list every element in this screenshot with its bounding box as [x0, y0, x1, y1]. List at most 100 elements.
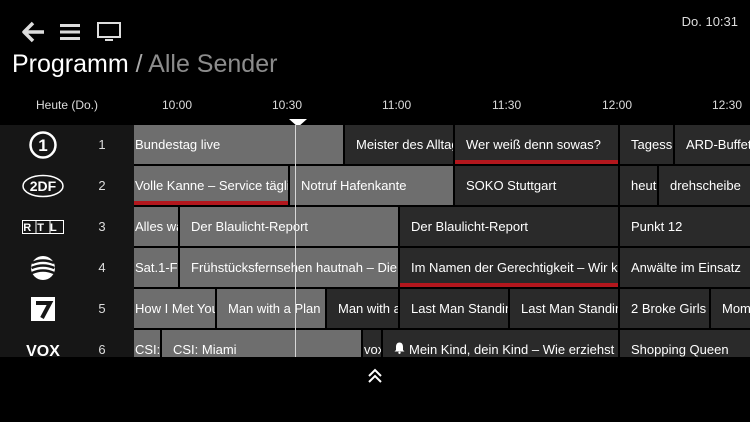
- program-cell[interactable]: Man with a Plan: [217, 289, 325, 328]
- program-cell[interactable]: heut: [620, 166, 657, 205]
- program-cell[interactable]: Frühstücksfernsehen hautnah – Die V: [180, 248, 398, 287]
- title-main: Programm: [12, 50, 129, 78]
- rtl-logo-text: RTL: [23, 222, 62, 234]
- program-cell[interactable]: Der Blaulicht-Report: [180, 207, 398, 246]
- channel-number: 1: [98, 137, 106, 152]
- vox-logo-text: VOX: [26, 343, 60, 357]
- program-cell[interactable]: vox: [363, 330, 381, 357]
- program-cell[interactable]: Last Man Standin: [510, 289, 618, 328]
- program-cell[interactable]: Im Namen der Gerechtigkeit – Wir kä: [400, 248, 618, 287]
- program-title: drehscheibe: [670, 178, 741, 193]
- rtl-logo-icon: RTL: [20, 213, 66, 241]
- program-title: CSI: Miami: [173, 342, 237, 357]
- program-cell[interactable]: CSI: Miami: [162, 330, 361, 357]
- program-title: Tagess: [631, 137, 673, 152]
- program-title: CSI:: [135, 342, 160, 357]
- title-separator: /: [135, 50, 143, 78]
- current-time-line: [295, 125, 296, 357]
- program-title: Punkt 12: [631, 219, 683, 234]
- channel-number: 6: [98, 342, 106, 357]
- channel-row[interactable]: 5: [0, 289, 134, 330]
- program-title: Der Blaulicht-Report: [411, 219, 529, 234]
- channel-row[interactable]: 4: [0, 248, 134, 289]
- channel-number: 2: [98, 178, 106, 193]
- program-cell[interactable]: Punkt 12: [620, 207, 750, 246]
- tv-icon[interactable]: [96, 20, 122, 44]
- channel-row[interactable]: 1 1: [0, 125, 134, 166]
- timeline-header: Heute (Do.) 10:00 10:30 11:00 11:30 12:0…: [0, 95, 750, 121]
- program-cell[interactable]: Meister des Alltag: [345, 125, 453, 164]
- channel-row[interactable]: 2DF 2: [0, 166, 134, 207]
- program-cell[interactable]: CSI:: [134, 330, 160, 357]
- program-title: heut: [631, 178, 657, 193]
- program-cell[interactable]: How I Met You: [134, 289, 215, 328]
- program-title: Shopping Queen: [631, 342, 729, 357]
- program-title: Volle Kanne – Service täglic: [135, 178, 288, 193]
- program-title: SOKO Stuttgart: [466, 178, 557, 193]
- program-cell[interactable]: Bundestag live: [134, 125, 343, 164]
- clock: Do. 10:31: [681, 14, 738, 29]
- vox-logo-icon: VOX: [20, 336, 66, 357]
- page-title: Programm / Alle Sender: [12, 50, 277, 79]
- program-title: Frühstücksfernsehen hautnah – Die V: [191, 260, 398, 275]
- bell-reminder-icon: [394, 330, 405, 357]
- channel-number: 3: [98, 219, 106, 234]
- epg-grid[interactable]: 1 1 2DF 2 RTL 3 4 5: [0, 125, 750, 357]
- program-title: Der Blaulicht-Report: [191, 219, 309, 234]
- time-label: 10:00: [162, 98, 193, 112]
- time-label: 11:30: [492, 98, 522, 112]
- program-cell[interactable]: Man with a: [327, 289, 398, 328]
- program-cell[interactable]: Volle Kanne – Service täglic: [134, 166, 288, 205]
- program-cell[interactable]: Der Blaulicht-Report: [400, 207, 618, 246]
- recording-indicator: [400, 283, 618, 287]
- ard-logo-text: 1: [38, 136, 47, 155]
- program-cell[interactable]: Tagess: [620, 125, 673, 164]
- program-title: Anwälte im Einsatz: [631, 260, 741, 275]
- time-label: 12:30: [712, 98, 743, 112]
- channel-row[interactable]: VOX 6: [0, 330, 134, 357]
- program-title: Alles wa: [135, 219, 178, 234]
- program-title: Mom: [722, 301, 750, 316]
- channel-number: 5: [98, 301, 106, 316]
- program-title: Meister des Alltag: [356, 137, 453, 152]
- program-title: vox: [364, 342, 381, 357]
- program-title: 2 Broke Girls: [631, 301, 707, 316]
- program-cell[interactable]: Mein Kind, dein Kind – Wie erziehst d: [383, 330, 618, 357]
- program-cell[interactable]: drehscheibe: [659, 166, 750, 205]
- channel-row[interactable]: RTL 3: [0, 207, 134, 248]
- hamburger-menu-icon[interactable]: [58, 20, 84, 44]
- program-cell[interactable]: Wer weiß denn sowas?: [455, 125, 618, 164]
- program-cell[interactable]: Sat.1-Frü: [134, 248, 178, 287]
- program-cell[interactable]: ARD-Buffet: [675, 125, 750, 164]
- program-cell[interactable]: Last Man Standin: [400, 289, 508, 328]
- channel-column: 1 1 2DF 2 RTL 3 4 5: [0, 125, 134, 357]
- time-label: 11:00: [382, 98, 412, 112]
- recording-indicator: [455, 160, 618, 164]
- program-title: Notruf Hafenkante: [301, 178, 407, 193]
- program-cell[interactable]: Notruf Hafenkante: [290, 166, 453, 205]
- back-arrow-icon[interactable]: [22, 20, 48, 44]
- program-cell[interactable]: Mom: [711, 289, 750, 328]
- program-title: How I Met You: [135, 301, 215, 316]
- day-label: Heute (Do.): [35, 98, 99, 112]
- channel-number: 4: [98, 260, 106, 275]
- program-title: Last Man Standin: [521, 301, 618, 316]
- recording-indicator: [134, 201, 288, 205]
- program-cell[interactable]: 2 Broke Girls: [620, 289, 709, 328]
- bottom-bar: [0, 357, 750, 422]
- title-subtitle: Alle Sender: [148, 50, 278, 78]
- ard-logo-icon: 1: [20, 131, 66, 159]
- program-title: Man with a Plan: [228, 301, 321, 316]
- program-cell[interactable]: SOKO Stuttgart: [455, 166, 618, 205]
- pro7-logo-icon: [20, 295, 66, 323]
- double-chevron-up-icon[interactable]: [365, 366, 385, 386]
- program-cell[interactable]: Alles wa: [134, 207, 178, 246]
- zdf-logo-text: 2DF: [30, 178, 57, 194]
- program-title: Mein Kind, dein Kind – Wie erziehst d: [409, 342, 618, 357]
- program-title: Sat.1-Frü: [135, 260, 178, 275]
- program-title: ARD-Buffet: [686, 137, 750, 152]
- program-cell[interactable]: Shopping Queen: [620, 330, 750, 357]
- time-label: 10:30: [272, 98, 303, 112]
- program-title: Last Man Standin: [411, 301, 508, 316]
- program-cell[interactable]: Anwälte im Einsatz: [620, 248, 750, 287]
